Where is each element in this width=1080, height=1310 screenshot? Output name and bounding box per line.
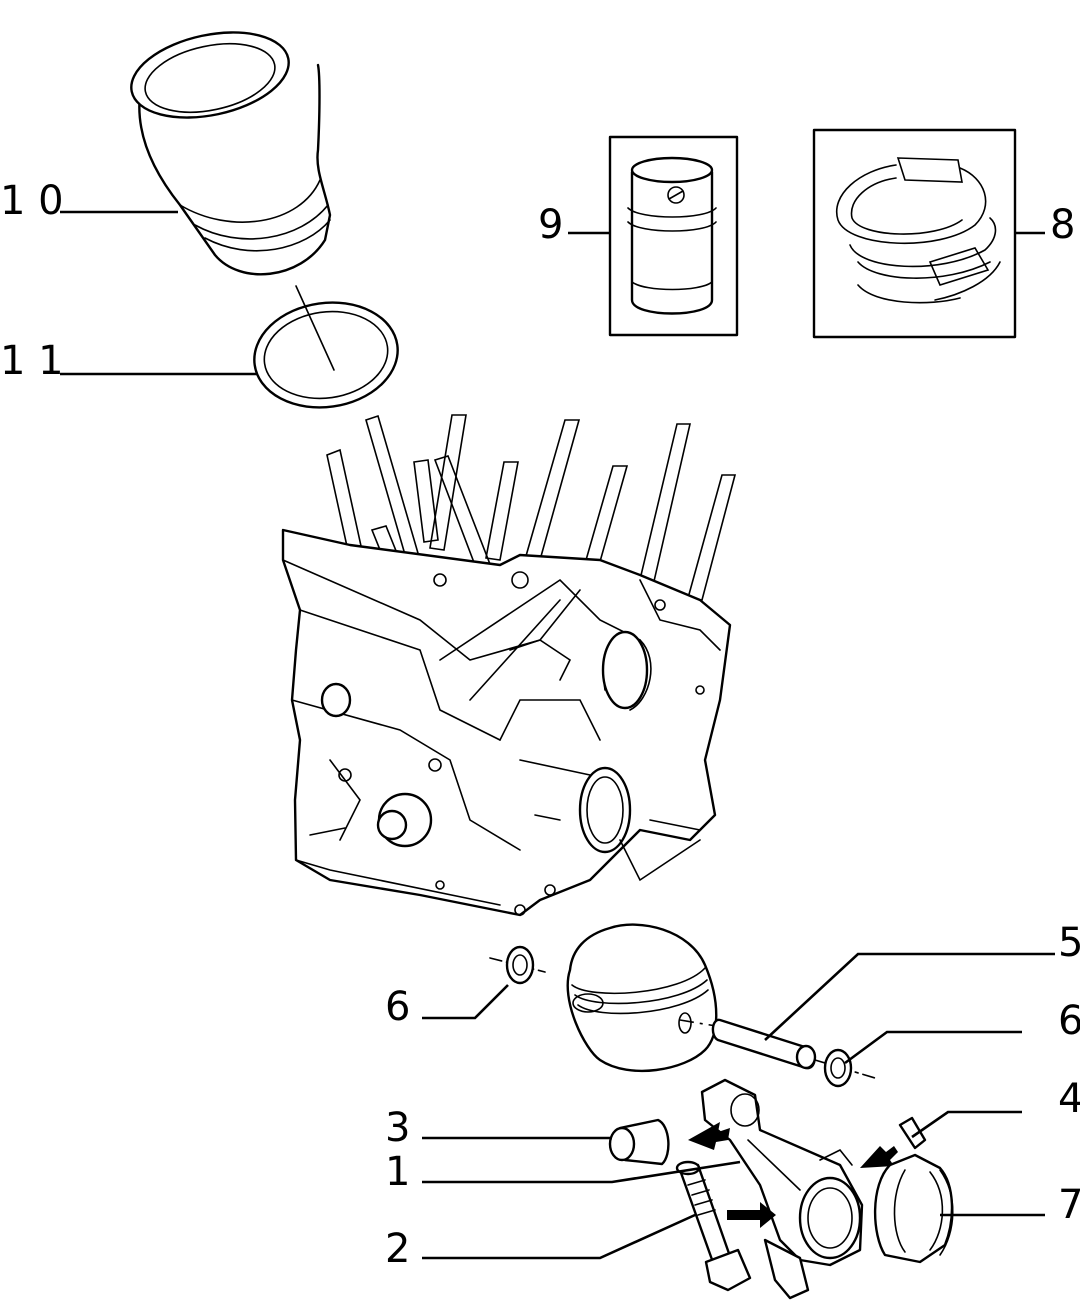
o-ring-seal-part: [253, 285, 399, 409]
callout-11: 1 1: [0, 338, 64, 384]
circlip-right-part: [814, 1048, 876, 1088]
leader-1: [422, 1160, 741, 1184]
leader-lines: [60, 210, 1055, 1260]
circlip-left-part: [489, 945, 546, 985]
callout-3: 3: [385, 1105, 410, 1151]
callout-5: 5: [1058, 920, 1080, 966]
callout-9: 9: [538, 202, 563, 248]
connecting-rod-part: [688, 1078, 898, 1300]
callout-4: 4: [1058, 1076, 1080, 1122]
piston-rings-inset: [812, 128, 1017, 339]
callout-8: 8: [1050, 202, 1075, 248]
callout-1: 1: [385, 1149, 410, 1195]
leader-4: [911, 1110, 1022, 1139]
callout-10: 1 0: [0, 178, 64, 224]
leader-6a: [422, 984, 509, 1020]
cylinder-liner-part: [130, 31, 332, 276]
rod-bolt-part: [675, 1160, 752, 1292]
callout-6-left: 6: [385, 984, 410, 1030]
big-end-bearing-part: [873, 1153, 954, 1264]
leader-6b: [844, 1030, 1022, 1065]
callout-7: 7: [1058, 1182, 1080, 1228]
leader-2: [422, 1213, 696, 1260]
piston-part: [566, 923, 718, 1073]
small-end-bush-part: [608, 1118, 670, 1166]
dowel-part: [898, 1116, 927, 1150]
engine-block-illustration: [281, 414, 737, 917]
callout-6-right: 6: [1058, 998, 1080, 1044]
callout-2: 2: [385, 1226, 410, 1272]
gudgeon-pin-part: [679, 1018, 817, 1070]
callout-labels: 1 0 1 1 9 8 5 6 6 4 3 1 7 2: [0, 178, 1080, 1272]
leader-5: [764, 952, 1055, 1041]
piston-pin-inset: [608, 135, 739, 337]
